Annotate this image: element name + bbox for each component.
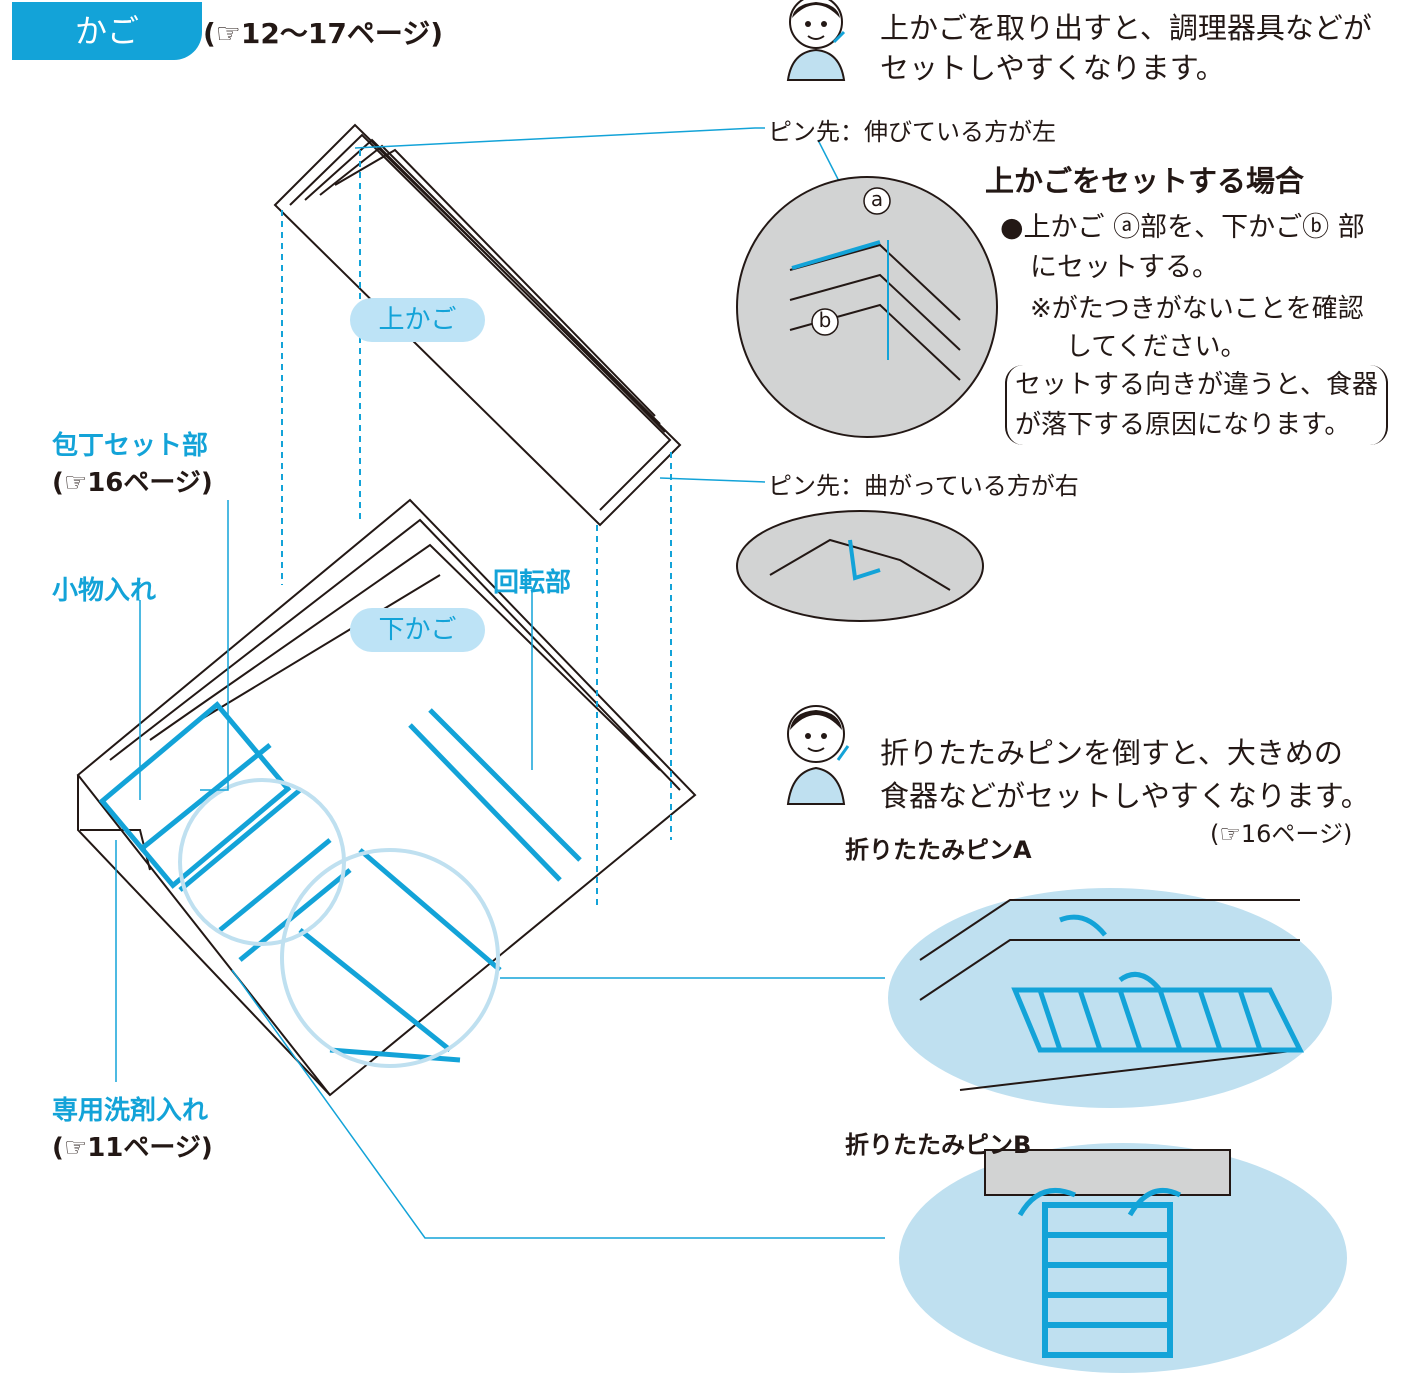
marker-b: b <box>818 308 832 332</box>
inset-ellipse-pin-right <box>736 510 984 622</box>
tip-folding-line-2: 食器などがセットしやすくなります。 <box>880 779 1370 813</box>
person-icon-middle <box>786 705 850 805</box>
section-tab: かご <box>12 2 202 60</box>
lower-basket-illustration <box>76 498 697 1097</box>
section-tab-label: かご <box>74 12 139 50</box>
folding-pins-highlight <box>98 701 582 1063</box>
knife-set-ref[interactable]: (☞16ページ) <box>52 468 213 498</box>
tip-upper-basket: 上かごを取り出すと、調理器具などが セットしやすくなります。 <box>880 8 1372 88</box>
tip-upper-line-1: 上かごを取り出すと、調理器具などが <box>880 11 1372 45</box>
note-line-2: してください。 <box>1066 332 1247 362</box>
person-icon-top <box>786 0 846 81</box>
section-page-ref[interactable]: (☞12～17ページ) <box>203 17 444 50</box>
pin-right-label: ピン先：曲がっている方が右 <box>768 472 1079 500</box>
step-line-2: にセットする。 <box>1030 252 1219 283</box>
folding-pin-b-label: 折りたたみピンB <box>845 1131 1032 1159</box>
upper-basket-label: 上かご <box>350 298 485 342</box>
caution-line-1: セットする向きが違うと、食器 <box>1015 370 1378 400</box>
upper-set-note: ※がたつきがないことを確認 してください。 <box>1030 290 1364 366</box>
upper-set-caution: セットする向きが違うと、食器 が落下する原因になります。 <box>1005 365 1388 445</box>
upper-set-step: ●上かご ⓐ部を、下かごⓑ 部 にセットする。 <box>1000 208 1365 288</box>
small-items-label: 小物入れ <box>52 576 157 606</box>
step-line-1: ●上かご ⓐ部を、下かごⓑ 部 <box>1000 212 1365 243</box>
inset-circle-upper-set <box>736 176 998 438</box>
knife-set-label: 包丁セット部 <box>52 431 209 461</box>
tip-folding-pins: 折りたたみピンを倒すと、大きめの 食器などがセットしやすくなります。 <box>880 732 1370 818</box>
detergent-label: 専用洗剤入れ <box>52 1096 209 1126</box>
caution-line-2: が落下する原因になります。 <box>1015 410 1351 440</box>
folding-pin-a-label: 折りたたみピンA <box>845 836 1032 864</box>
detergent-ref[interactable]: (☞11ページ) <box>52 1133 213 1163</box>
rotating-part-label: 回転部 <box>493 568 572 598</box>
tip-folding-ref[interactable]: (☞16ページ) <box>1210 820 1353 848</box>
folding-pin-a-detail <box>888 888 1332 1108</box>
tip-folding-line-1: 折りたたみピンを倒すと、大きめの <box>880 736 1343 770</box>
note-line-1: ※がたつきがないことを確認 <box>1030 294 1364 324</box>
marker-a: a <box>870 187 884 211</box>
upper-set-heading: 上かごをセットする場合 <box>985 164 1305 198</box>
pin-left-label: ピン先：伸びている方が左 <box>768 118 1056 146</box>
folding-pin-b-detail <box>899 1143 1347 1373</box>
tip-upper-line-2: セットしやすくなります。 <box>880 51 1225 85</box>
lower-basket-label: 下かご <box>350 608 485 652</box>
